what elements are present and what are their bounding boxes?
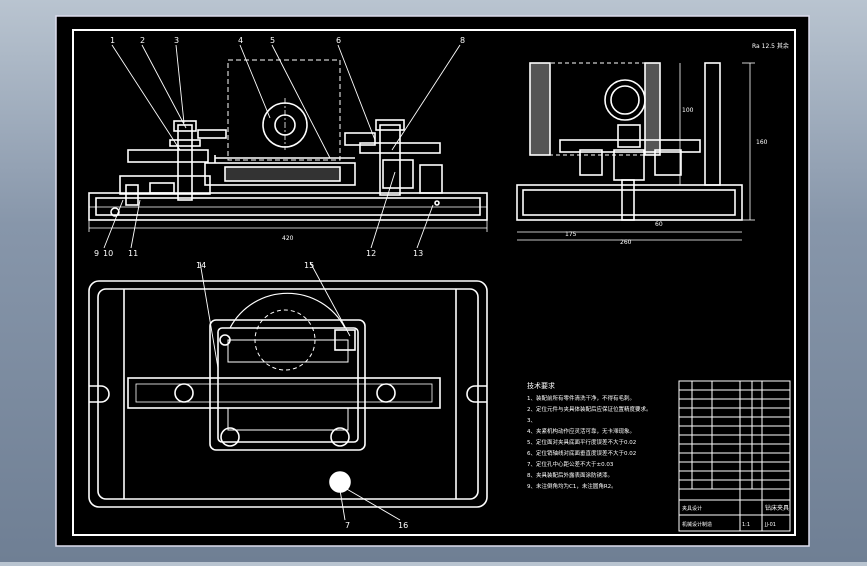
balloon-11: 11 [128,249,138,258]
dim-side-height: 160 [756,139,768,146]
front-view [88,59,488,232]
dim-side-mid: 100 [682,107,694,114]
balloon-3: 3 [174,36,179,45]
tech-req-item: 4、夹紧机构动作应灵活可靠，无卡滞现象。 [527,427,635,435]
drawing-frame [72,29,796,536]
roughness-note: Ra 12.5 其余 [752,42,789,50]
title-block-code: JJ-01 [764,522,776,528]
balloon-8: 8 [460,36,465,45]
balloon-1: 1 [110,36,115,45]
title-block-company: 夹具设计 [682,505,702,512]
dim-side-part: 175 [565,231,577,238]
tech-req-item: 6、定位销轴线对底面垂直度误差不大于0.02 [527,449,636,457]
balloon-16: 16 [398,521,408,530]
side-view [516,62,755,241]
title-block [678,380,791,532]
balloon-2: 2 [140,36,145,45]
title-block-school: 机械设计制造 [682,521,712,528]
tech-req-item: 9、未注倒角均为C1，未注圆角R2。 [527,482,617,490]
leader-lines-top [199,261,401,521]
top-view [88,280,488,508]
balloon-14: 14 [196,261,206,270]
tech-req-item: 2、定位元件与夹具体装配后应保证位置精度要求。 [527,405,652,413]
balloon-12: 12 [366,249,376,258]
balloon-7: 7 [345,521,350,530]
base-plate [88,192,488,221]
tech-req-item: 5、定位面对夹具底面平行度误差不大于0.02 [527,438,636,446]
dim-front-width: 420 [282,235,294,242]
tech-req-title: 技术要求 [527,381,555,390]
leader-lines-front [103,44,461,249]
top-base [88,280,488,508]
balloon-5: 5 [270,36,275,45]
title-block-scale: 1:1 [742,522,750,528]
tech-req-item: 7、定位孔中心距公差不大于±0.03 [527,460,614,468]
balloon-4: 4 [238,36,243,45]
title-block-name: 钻床夹具 [765,504,789,512]
tech-req-item: 8、夹具装配后外露表面涂防锈漆。 [527,471,613,479]
balloon-15: 15 [304,261,314,270]
dim-side-small: 60 [655,221,663,228]
balloon-9: 9 [94,249,99,258]
tech-req-item: 1、装配前所有零件清洗干净，不得有毛刺。 [527,394,635,402]
balloon-10: 10 [103,249,113,258]
balloon-13: 13 [413,249,423,258]
balloon-6: 6 [336,36,341,45]
tech-req-item: 3、 [527,418,536,424]
dim-side-width: 260 [620,239,632,246]
